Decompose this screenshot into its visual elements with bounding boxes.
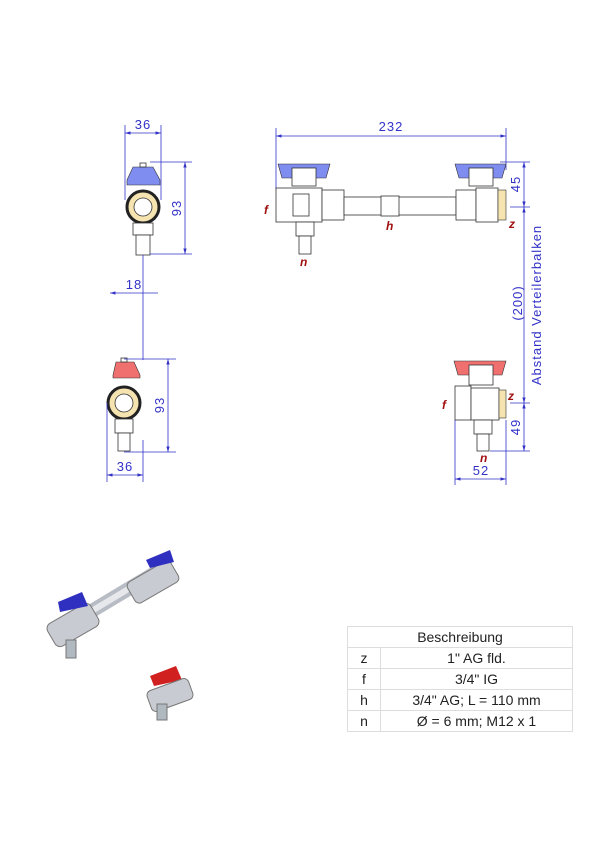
label-f-top: f	[264, 203, 269, 217]
dim-bottom-height: 49	[508, 419, 523, 435]
label-f-bottom: f	[442, 398, 447, 412]
side-view-blue-valve: 36 93 18	[110, 117, 192, 360]
dim-side-top-width: 36	[135, 117, 151, 132]
front-view-assembly: 232 45 (200) Abstand Verteilerbalken f h…	[264, 119, 544, 403]
label-n-top: n	[300, 255, 307, 269]
isometric-single-valve-render	[146, 666, 194, 721]
table-header: Beschreibung	[347, 626, 573, 648]
label-n-bottom: n	[480, 451, 487, 465]
label-z-top: z	[508, 217, 515, 231]
dim-offset: 18	[126, 277, 142, 292]
label-z-bottom: z	[507, 389, 514, 403]
front-view-red-valve: 49 52 f z n	[442, 360, 530, 485]
dim-distance-label: Abstand Verteilerbalken	[529, 225, 544, 385]
dim-side-top-height: 93	[169, 200, 184, 216]
dim-distance-value: (200)	[510, 285, 525, 320]
label-h: h	[386, 219, 393, 233]
dim-total-length: 232	[379, 119, 404, 134]
dim-bottom-width: 52	[473, 463, 489, 478]
side-view-red-valve: 93 36	[106, 357, 176, 482]
dim-side-bottom-width: 36	[117, 459, 133, 474]
dim-top-height: 45	[508, 176, 523, 192]
isometric-assembly-render	[46, 550, 180, 659]
dim-side-bottom-height: 93	[152, 397, 167, 413]
